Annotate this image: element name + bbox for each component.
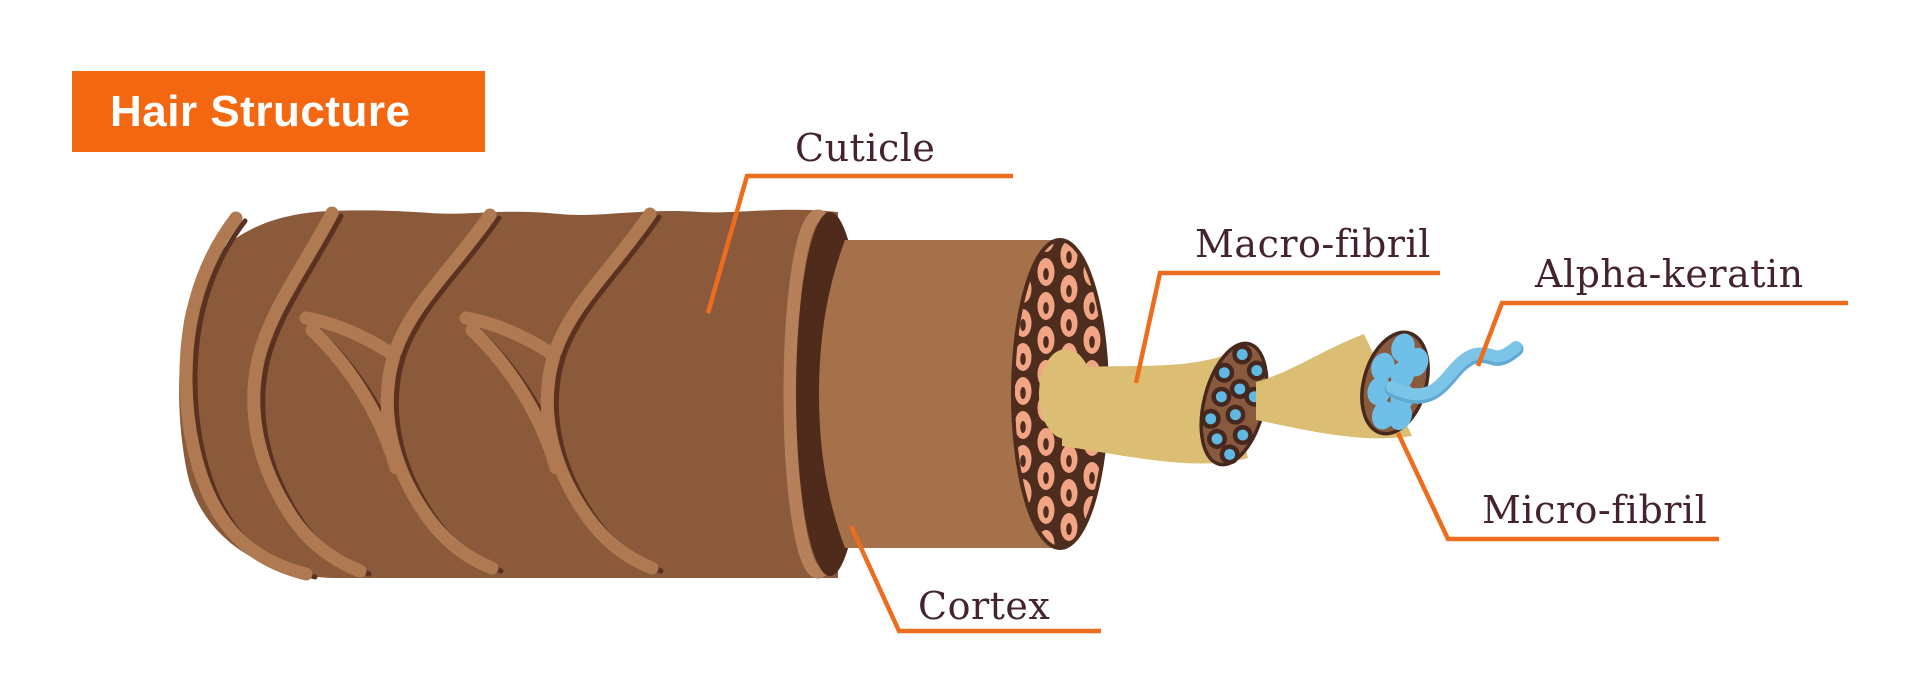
label-cuticle: Cuticle [795,126,936,170]
macro-fibril-disc [1199,341,1269,467]
alpha-keratin-strand [1384,341,1524,404]
hair-shaft-cuticle [179,206,864,581]
scale-highlight-ridges [179,206,659,581]
macro-fibril-leader-line [1133,270,1440,384]
alpha-keratin-leader-line [1475,300,1848,367]
page-title: Hair Structure [110,86,411,136]
label-cortex: Cortex [918,584,1051,628]
label-alpha-keratin: Alpha-keratin [1535,252,1804,296]
cuticle-leader-line [705,173,1013,314]
alpha-keratin-ovals [1367,333,1429,430]
micro-fibril-leader-line [1395,432,1719,542]
label-micro-fibril: Micro-fibril [1482,488,1708,532]
cortex-leader-line [848,525,1101,634]
label-macro-fibril: Macro-fibril [1195,222,1431,266]
title-badge: Hair Structure [72,71,485,152]
micro-fibril-dots [1200,344,1267,465]
leader-lines [705,173,1848,634]
